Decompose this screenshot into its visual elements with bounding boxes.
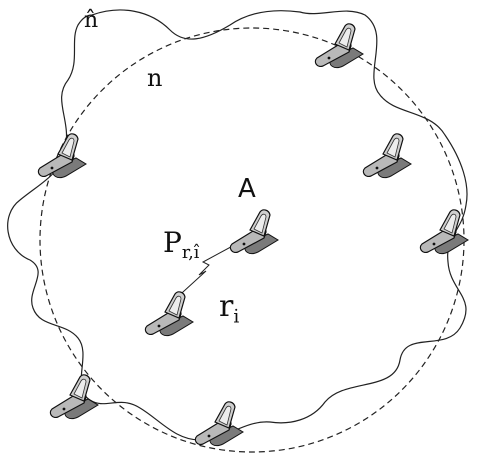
label-r-main: r (219, 289, 234, 324)
phone-left (37, 133, 87, 179)
label-p-main: P (163, 226, 182, 259)
phone-bottom (194, 401, 244, 447)
phone-bottom-left (49, 374, 99, 420)
label-a: A (238, 174, 256, 204)
phone-top-right (314, 23, 364, 69)
phone-center-a (229, 209, 279, 255)
label-r-sub: i (233, 306, 240, 328)
phone-right (419, 209, 469, 255)
irregular-boundary (7, 9, 468, 441)
label-p-sub: r,î (181, 243, 200, 264)
phone-center-lower (144, 291, 194, 337)
link-line (171, 241, 241, 303)
label-n-hat: n̂ (84, 8, 99, 33)
label-n: n (147, 64, 163, 92)
label-r-i: ri (219, 292, 239, 327)
label-p-r-i: Pr,î (163, 229, 199, 262)
phone-right-upper (362, 133, 412, 179)
